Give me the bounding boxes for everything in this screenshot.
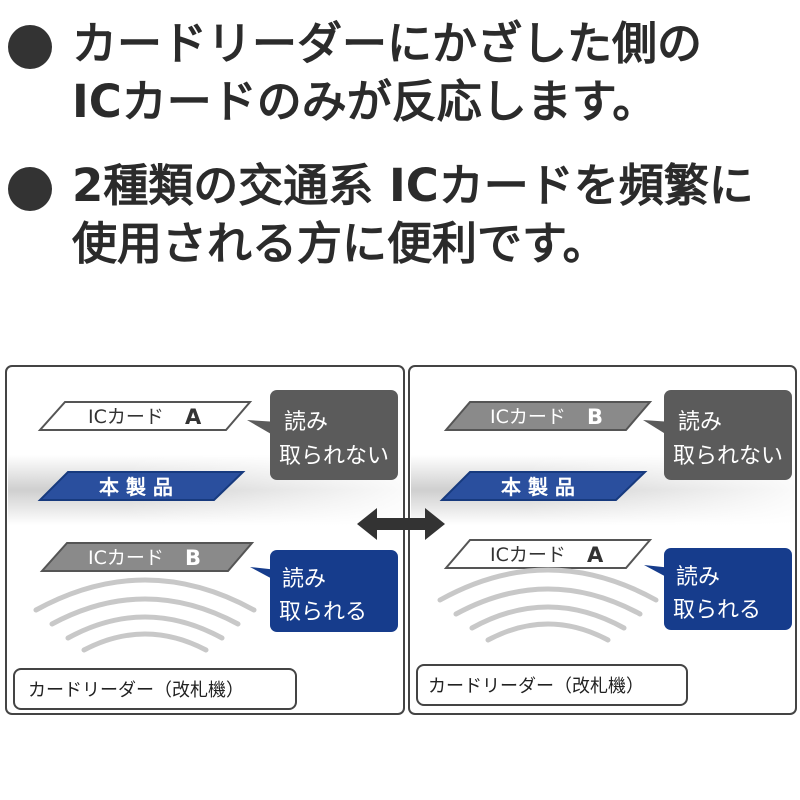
signal-waves-icon (33, 577, 257, 653)
callout-line: 取られない (279, 444, 389, 469)
bullet-line: ICカードのみが反応します。 (72, 75, 658, 128)
card-label: ICカード (490, 544, 566, 566)
top-card: ICカード A (37, 401, 253, 431)
card-label: ICカード (490, 406, 566, 428)
bullet-line: カードリーダーにかざした側の (72, 17, 703, 70)
card-reader-diagram: ICカード A 読み 取られない 本 製 品 ICカード B 読み 取られる (5, 365, 797, 715)
bullet-line: 使用される方に便利です。 (72, 217, 608, 270)
callout-line: 取られる (673, 598, 761, 623)
comparison-panel-right: ICカード B 読み 取られない 本 製 品 ICカード A 読み 取られる (408, 365, 797, 715)
reader-label-tab: カードリーダー（改札機） (13, 668, 297, 710)
reader-label: カードリーダー（改札機） (428, 676, 644, 697)
card-letter: B (185, 546, 201, 570)
read-callout: 読み 取られる (644, 548, 792, 630)
callout-line: 読み (282, 567, 326, 592)
double-arrow-icon (357, 508, 445, 540)
bullet-dot-icon (8, 25, 52, 69)
signal-waves-icon (437, 567, 659, 643)
bullet-text: カードリーダーにかざした側の ICカードのみが反応します。 (72, 15, 800, 131)
callout-line: 読み (676, 565, 720, 590)
not-read-callout: 読み 取られない (643, 390, 792, 480)
not-read-callout: 読み 取られない (247, 390, 398, 480)
card-letter: A (587, 543, 604, 567)
reader-label: カードリーダー（改札機） (28, 680, 244, 701)
product-card: 本 製 品 (439, 471, 648, 501)
product-label: 本 製 品 (99, 475, 173, 499)
callout-line: 読み (284, 410, 328, 435)
comparison-panel-left: ICカード A 読み 取られない 本 製 品 ICカード B 読み 取られる (5, 365, 405, 715)
bullet-line: 2種類の交通系 ICカードを頻繁に (72, 159, 754, 212)
card-letter: A (185, 405, 202, 429)
bottom-card: ICカード A (443, 539, 653, 569)
bottom-card: ICカード B (39, 542, 255, 572)
bullet-text: 2種類の交通系 ICカードを頻繁に 使用される方に便利です。 (72, 157, 800, 273)
product-label: 本 製 品 (501, 475, 575, 499)
bullet-dot-icon (8, 167, 52, 211)
top-card: ICカード B (443, 401, 653, 431)
reader-label-tab: カードリーダー（改札機） (416, 664, 688, 706)
product-card: 本 製 品 (37, 471, 246, 501)
callout-line: 取られる (279, 600, 367, 625)
card-label: ICカード (88, 547, 164, 569)
card-letter: B (587, 405, 603, 429)
callout-line: 読み (678, 410, 722, 435)
callout-line: 取られない (673, 444, 783, 469)
card-label: ICカード (88, 406, 164, 428)
read-callout: 読み 取られる (250, 550, 398, 632)
